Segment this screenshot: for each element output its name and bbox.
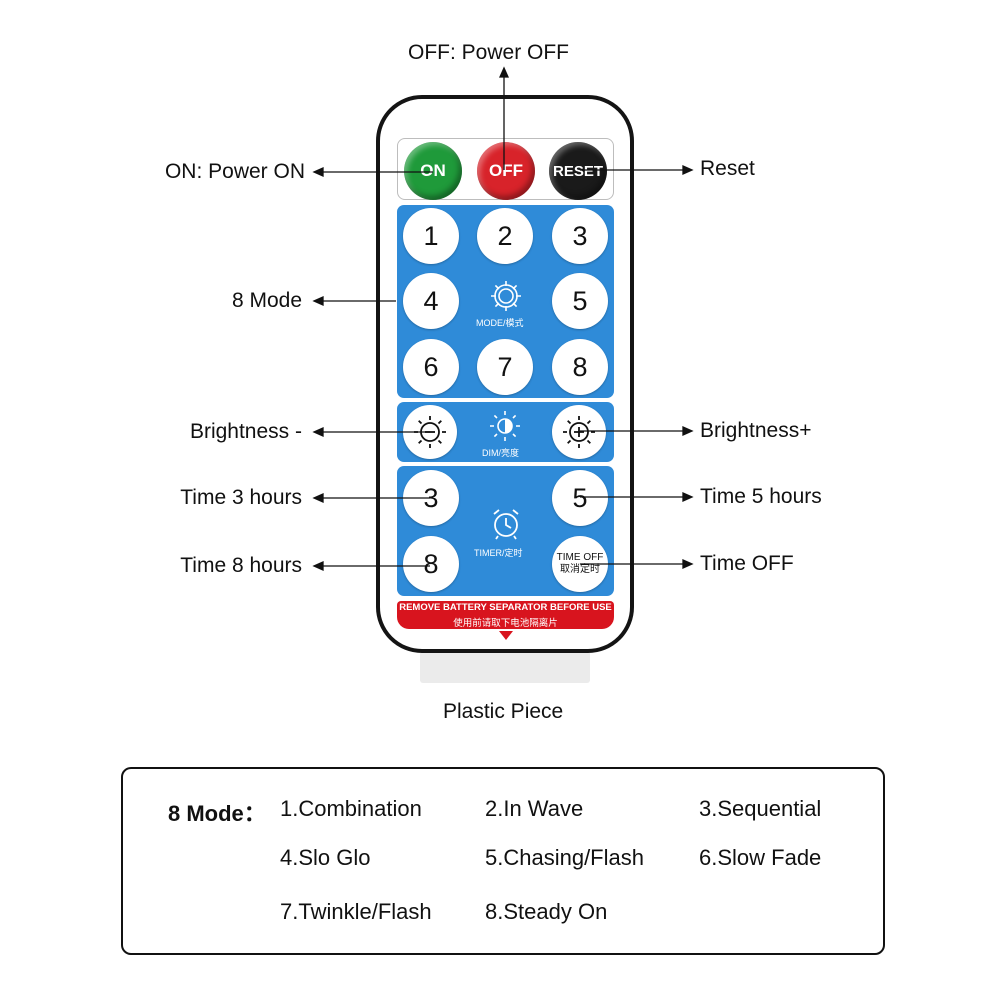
mode-button-4[interactable]: 4	[403, 273, 459, 329]
brightness-plus-button[interactable]	[552, 405, 606, 459]
mode-button-2[interactable]: 2	[477, 208, 533, 264]
legend-mode-3: 3.Sequential	[699, 796, 822, 821]
warning-text-en: REMOVE BATTERY SEPARATOR BEFORE USE	[399, 602, 612, 613]
off-label: OFF: Power OFF	[408, 41, 570, 64]
brightness-plus-label: Brightness+	[700, 419, 812, 442]
legend-mode-2: 2.In Wave	[485, 796, 584, 821]
brightness-minus-label: Brightness -	[189, 420, 302, 443]
mode-button-5[interactable]: 5	[552, 273, 608, 329]
legend-mode-4: 4.Slo Glo	[280, 845, 371, 870]
mode-legend	[121, 767, 885, 955]
legend-mode-5: 5.Chasing/Flash	[485, 845, 644, 870]
brightness-icon	[490, 411, 520, 441]
on-button[interactable]: ON	[404, 142, 462, 200]
legend-mode-7: 7.Twinkle/Flash	[280, 899, 432, 924]
time3-label: Time 3 hours	[180, 486, 302, 509]
reset-button[interactable]: RESET	[549, 142, 607, 200]
legend-mode-8: 8.Steady On	[485, 899, 608, 924]
alarm-clock-icon	[493, 509, 519, 540]
on-label: ON: Power ON	[164, 160, 305, 183]
legend-mode-6: 6.Slow Fade	[699, 845, 822, 870]
off-button[interactable]: OFF	[477, 142, 535, 200]
mode-button-1[interactable]: 1	[403, 208, 459, 264]
reset-label: Reset	[700, 157, 755, 180]
legend-mode-1: 1.Combination	[280, 796, 422, 821]
timer-off-line2: 取消定时	[560, 564, 600, 575]
timeoff-label: Time OFF	[700, 552, 794, 575]
time8-label: Time 8 hours	[180, 554, 302, 577]
timer-8h-button[interactable]: 8	[403, 536, 459, 592]
warning-text-cn: 使用前请取下电池隔离片	[453, 618, 558, 629]
dim-caption: DIM/亮度	[482, 448, 519, 458]
plus-sun-icon	[563, 416, 595, 448]
gear-icon	[491, 281, 521, 311]
timer-caption: TIMER/定时	[474, 548, 523, 558]
timer-off-line1: TIME OFF	[556, 552, 604, 563]
mode-button-8[interactable]: 8	[552, 339, 608, 395]
mode-label: 8 Mode	[231, 289, 302, 312]
time5-label: Time 5 hours	[700, 485, 822, 508]
plastic-piece-label: Plastic Piece	[443, 700, 564, 723]
mode-caption: MODE/模式	[476, 318, 524, 328]
legend-title: 8 Mode：	[168, 801, 266, 826]
mode-button-7[interactable]: 7	[477, 339, 533, 395]
mode-button-3[interactable]: 3	[552, 208, 608, 264]
battery-warning: REMOVE BATTERY SEPARATOR BEFORE USE 使用前请…	[397, 601, 614, 629]
plastic-piece	[420, 653, 590, 683]
down-arrow-icon	[499, 631, 513, 640]
mode-button-6[interactable]: 6	[403, 339, 459, 395]
